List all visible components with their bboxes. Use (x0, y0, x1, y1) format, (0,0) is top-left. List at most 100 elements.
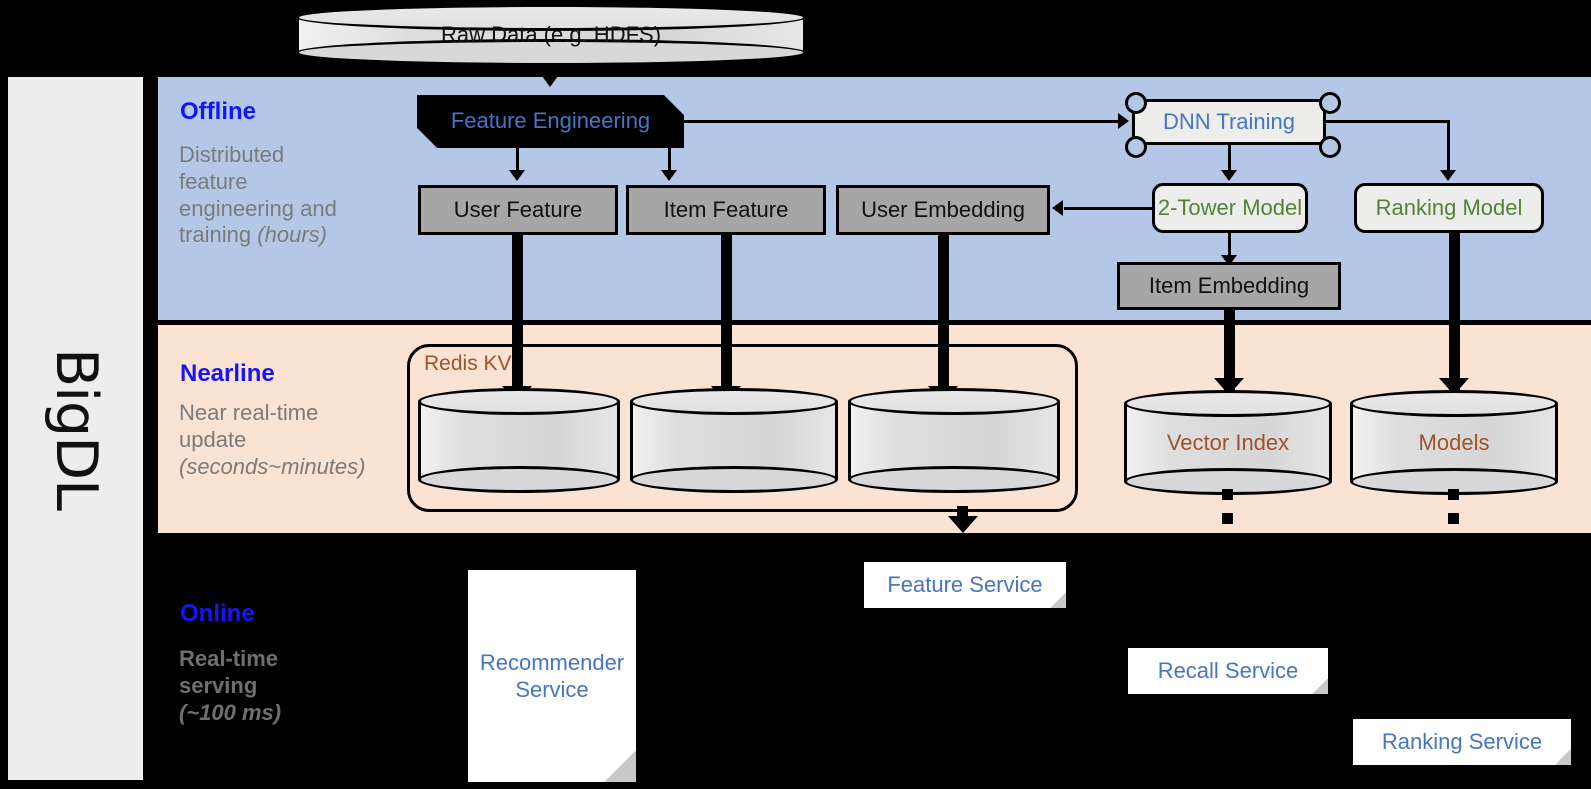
node-user-embedding[interactable]: User Embedding (836, 185, 1050, 235)
arrowhead-down-icon (542, 76, 558, 87)
node-dnn-training[interactable]: DNN Training (1132, 99, 1326, 145)
cylinder-top (1124, 390, 1332, 417)
bigdl-label: BigDL (42, 347, 109, 510)
band-offline-subtitle: Distributed feature engineering and trai… (179, 142, 354, 249)
arrowhead-down-icon (948, 516, 978, 533)
pipe-stub-recall-2 (1222, 513, 1233, 524)
node-2-tower-model-label: 2-Tower Model (1157, 194, 1303, 220)
nearline-sub-italic: (seconds~minutes) (179, 453, 366, 479)
cylinder-bottom (418, 466, 620, 493)
page-fold-icon (604, 750, 636, 782)
pipe-item-feature (721, 233, 732, 398)
online-sub-2: serving (179, 672, 258, 698)
store-user-embedding[interactable] (848, 388, 1060, 493)
pipe-stub-ranking-2 (1448, 513, 1459, 524)
page-fold-icon (1312, 678, 1328, 694)
edge-dnn-ranking-v (1447, 120, 1450, 173)
offline-sub-4-text: training (179, 222, 258, 248)
store-models[interactable]: Models (1350, 390, 1558, 495)
edge-2tower-userembedding (1064, 207, 1154, 210)
store-item-feature[interactable] (630, 388, 838, 493)
service-recommender-label-2: Service (515, 677, 589, 702)
raw-data-store: Raw Data (e.g. HDFS) (296, 4, 806, 66)
pipe-user-feature (512, 233, 523, 398)
service-recall-label: Recall Service (1157, 658, 1299, 684)
cylinder-top (418, 388, 620, 415)
node-user-feature-label: User Feature (453, 196, 583, 222)
store-user-feature[interactable] (418, 388, 620, 493)
pipe-item-embedding (1224, 308, 1235, 390)
online-sub-italic: (~100 ms) (179, 699, 282, 725)
online-sub-1: Real-time (179, 646, 279, 671)
node-item-feature-label: Item Feature (663, 196, 789, 222)
page-fold-icon (1050, 592, 1066, 608)
pipe-stub-feature-service (957, 506, 968, 517)
edge-fe-dnn (684, 120, 1120, 123)
offline-sub-4-italic: (hours) (257, 222, 327, 248)
cylinder-bottom (630, 466, 838, 493)
node-item-embedding[interactable]: Item Embedding (1117, 262, 1341, 310)
arrowhead-left-icon (1052, 200, 1063, 216)
arrowhead-down-icon (509, 170, 525, 181)
edge-dnn-ranking-h (1326, 120, 1450, 123)
node-ranking-model[interactable]: Ranking Model (1354, 183, 1544, 233)
band-online-subtitle: Real-time serving (~100 ms) (179, 646, 354, 726)
cylinder-top (1350, 390, 1558, 417)
pipe-stub-ranking-1 (1448, 489, 1459, 500)
service-feature[interactable]: Feature Service (864, 562, 1066, 608)
cylinder-bottom (848, 466, 1060, 493)
pipe-stub-recall-1 (1222, 489, 1233, 500)
card-corner-tl (1125, 92, 1147, 114)
service-feature-label: Feature Service (887, 572, 1043, 598)
raw-data-label: Raw Data (e.g. HDFS) (440, 22, 662, 47)
node-ranking-model-label: Ranking Model (1375, 194, 1523, 220)
edge-fe-userfeature (516, 148, 519, 174)
service-recommender[interactable]: Recommender Service (468, 570, 636, 782)
store-models-label: Models (1418, 429, 1490, 455)
node-user-feature[interactable]: User Feature (418, 185, 618, 235)
cylinder-top (296, 4, 806, 31)
offline-sub-4: training (hours) (179, 222, 354, 249)
band-nearline-title: Nearline (180, 360, 275, 387)
service-ranking[interactable]: Ranking Service (1353, 719, 1571, 765)
band-online-title: Online (180, 600, 255, 627)
bigdl-rail: BigDL (8, 77, 143, 780)
card-corner-tr (1319, 92, 1341, 114)
arrowhead-down-icon (1440, 170, 1456, 181)
cylinder-top (848, 388, 1060, 415)
card-corner-bl (1125, 136, 1147, 158)
band-offline-title: Offline (180, 98, 256, 125)
edge-dnn-2tower (1228, 145, 1231, 173)
node-item-embedding-label: Item Embedding (1148, 272, 1310, 298)
store-vector-index[interactable]: Vector Index (1124, 390, 1332, 495)
band-nearline-subtitle: Near real-time update (seconds~minutes) (179, 400, 409, 480)
pipe-ranking-model (1449, 231, 1460, 390)
nearline-sub-2: update (179, 426, 247, 452)
offline-sub-1: Distributed (179, 142, 285, 167)
service-recall[interactable]: Recall Service (1128, 648, 1328, 694)
group-redis-kv (407, 344, 1078, 512)
card-corner-br (1319, 136, 1341, 158)
arrowhead-down-icon (1221, 255, 1237, 266)
node-user-embedding-label: User Embedding (861, 196, 1025, 222)
pipe-user-embedding (938, 233, 949, 398)
group-redis-kv-label: Redis KV (424, 352, 512, 375)
node-dnn-training-label: DNN Training (1162, 108, 1296, 134)
edge-2tower-itemembedding (1228, 233, 1231, 260)
arrowhead-down-icon (661, 170, 677, 181)
offline-sub-3: engineering and (179, 195, 337, 221)
edge-fe-itemfeature (668, 148, 671, 174)
node-feature-engineering-label: Feature Engineering (450, 108, 651, 134)
store-vector-index-label: Vector Index (1166, 429, 1290, 455)
node-feature-engineering[interactable]: Feature Engineering (417, 95, 684, 148)
arrowhead-right-icon (1118, 113, 1129, 129)
arrowhead-down-icon (1221, 170, 1237, 181)
edge-rawdata-fe (549, 64, 552, 82)
service-recommender-label-1: Recommender (479, 649, 625, 675)
offline-sub-2: feature (179, 168, 248, 194)
node-item-feature[interactable]: Item Feature (626, 185, 826, 235)
node-2-tower-model[interactable]: 2-Tower Model (1152, 183, 1308, 233)
nearline-sub-1: Near real-time (179, 400, 319, 425)
page-fold-icon (1555, 749, 1571, 765)
